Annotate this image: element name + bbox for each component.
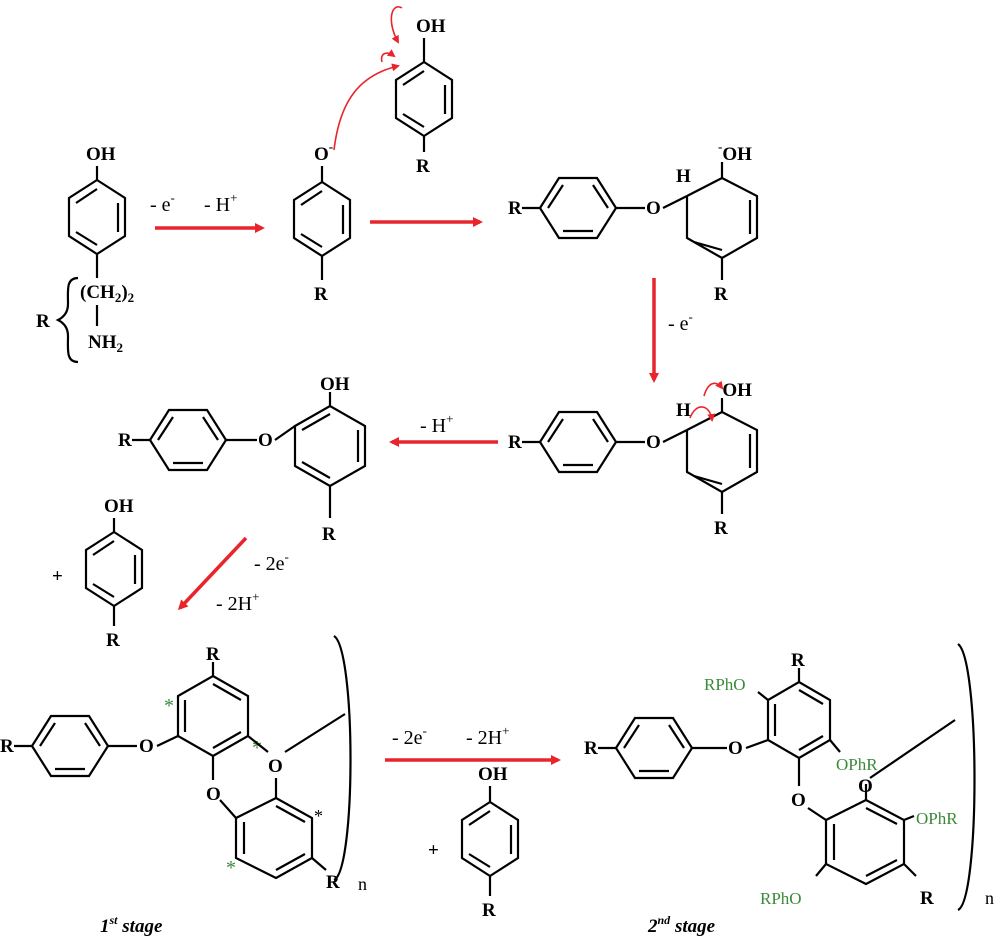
phenol-molecule: OH R — [84, 496, 144, 651]
o-minus-label: -OH — [718, 139, 752, 165]
aromatic-ring-upper — [176, 674, 250, 758]
phenol-molecule: OH R — [394, 16, 454, 177]
benzene-ring — [538, 410, 618, 474]
r-label: R — [508, 432, 522, 453]
r-label: R — [791, 650, 805, 671]
benzene-ring — [394, 60, 454, 138]
benzene-ring — [538, 176, 618, 240]
condition-minus-2h: - 2H+ — [216, 589, 259, 615]
ophr-substituent: OPhR — [916, 809, 958, 828]
plus-sign: + — [428, 840, 439, 861]
electron-arrow — [689, 406, 716, 422]
oh-label: OH — [416, 16, 446, 37]
o-label: O — [206, 784, 221, 805]
o-label: O — [791, 790, 806, 811]
condition-minus-e: - e- — [150, 190, 175, 216]
oh-label: OH — [478, 764, 508, 785]
r-label: R — [508, 198, 522, 219]
benzene-ring — [614, 716, 694, 780]
benzene-ring — [30, 714, 110, 778]
adduct-molecule: R O H -OH R — [508, 139, 759, 305]
r-label: R — [106, 630, 120, 651]
phenoxide-molecule: O- R — [292, 139, 352, 305]
oh-label: OH — [320, 374, 350, 395]
condition-minus-2e: - 2e- — [254, 549, 289, 575]
rpho-substituent: RPhO — [760, 889, 802, 908]
o-label: O — [728, 738, 743, 759]
condition-minus-2e: - 2e- — [392, 723, 427, 749]
r-label: R — [714, 284, 728, 305]
polymer-bracket — [333, 635, 352, 881]
reactive-site-star: * — [164, 695, 174, 717]
reactive-site-star: * — [252, 737, 262, 759]
aromatic-ring-upper — [766, 680, 832, 760]
aromatic-ring-lower — [234, 796, 314, 880]
oh-label: OH — [104, 496, 134, 517]
oh-label: OH — [86, 144, 116, 165]
o-label: O — [646, 432, 661, 453]
o-label: O — [139, 736, 154, 757]
rpho-substituent: RPhO — [704, 675, 746, 694]
tyramine-molecule: OH (CH2)2 NH2 R — [36, 144, 134, 364]
r-label: R — [920, 888, 934, 909]
n-subscript: n — [358, 874, 367, 894]
electron-arrow — [380, 49, 396, 63]
o-label: O — [646, 198, 661, 219]
r-label: R — [714, 518, 728, 539]
oh-radical-label: ·OH — [718, 375, 752, 401]
first-stage-label: 1st stage — [100, 913, 163, 937]
electron-arrow — [703, 380, 724, 397]
plus-sign: + — [52, 566, 63, 587]
h-label: H — [676, 400, 691, 421]
cyclohexadiene-ring — [685, 410, 759, 494]
reactive-site-star: * — [314, 806, 323, 826]
r-label: R — [482, 900, 496, 921]
electron-arrow — [390, 6, 403, 44]
aromatic-ring-lower — [824, 798, 906, 886]
benzene-ring — [460, 800, 520, 878]
nh2-label: NH2 — [88, 332, 123, 355]
benzene-ring — [67, 178, 127, 256]
ch2-label: (CH2)2 — [80, 282, 134, 305]
reactive-site-star: * — [226, 857, 236, 879]
curly-brace — [55, 276, 79, 364]
benzene-ring — [148, 408, 228, 472]
benzene-ring — [293, 404, 367, 488]
cyclohexadiene-ring — [685, 176, 759, 260]
r-label: R — [584, 738, 598, 759]
condition-minus-h: - H+ — [204, 190, 237, 216]
benzene-ring — [84, 530, 144, 608]
electron-arrow — [333, 63, 400, 151]
r-label: R — [118, 430, 132, 451]
second-stage-polymer: R O R RPhO OPhR O — [584, 643, 994, 911]
r-label: R — [314, 284, 328, 305]
condition-minus-h: - H+ — [420, 411, 453, 437]
r-label: R — [0, 736, 14, 757]
diaryl-ether-molecule: R O OH R — [118, 374, 367, 545]
ophr-substituent: OPhR — [836, 755, 878, 774]
r-label: R — [206, 644, 220, 665]
benzene-ring — [292, 180, 352, 258]
o-label: O — [258, 430, 273, 451]
r-label: R — [322, 524, 336, 545]
r-label: R — [416, 156, 430, 177]
h-label: H — [676, 166, 691, 187]
o-minus-label: O- — [314, 139, 333, 165]
o-label: O — [858, 776, 873, 797]
radical-adduct-molecule: R O H ·OH R — [508, 375, 759, 539]
reaction-arrow — [177, 536, 248, 611]
second-stage-label: 2nd stage — [647, 913, 716, 937]
r-label: R — [36, 311, 50, 332]
condition-minus-2h: - 2H+ — [466, 723, 509, 749]
polymer-bracket — [957, 643, 976, 911]
o-label: O — [268, 756, 283, 777]
first-stage-polymer: R O R * * O O — [0, 635, 367, 894]
phenol-molecule: OH R — [460, 764, 520, 921]
condition-minus-e: - e- — [668, 309, 693, 335]
n-subscript: n — [985, 888, 994, 908]
